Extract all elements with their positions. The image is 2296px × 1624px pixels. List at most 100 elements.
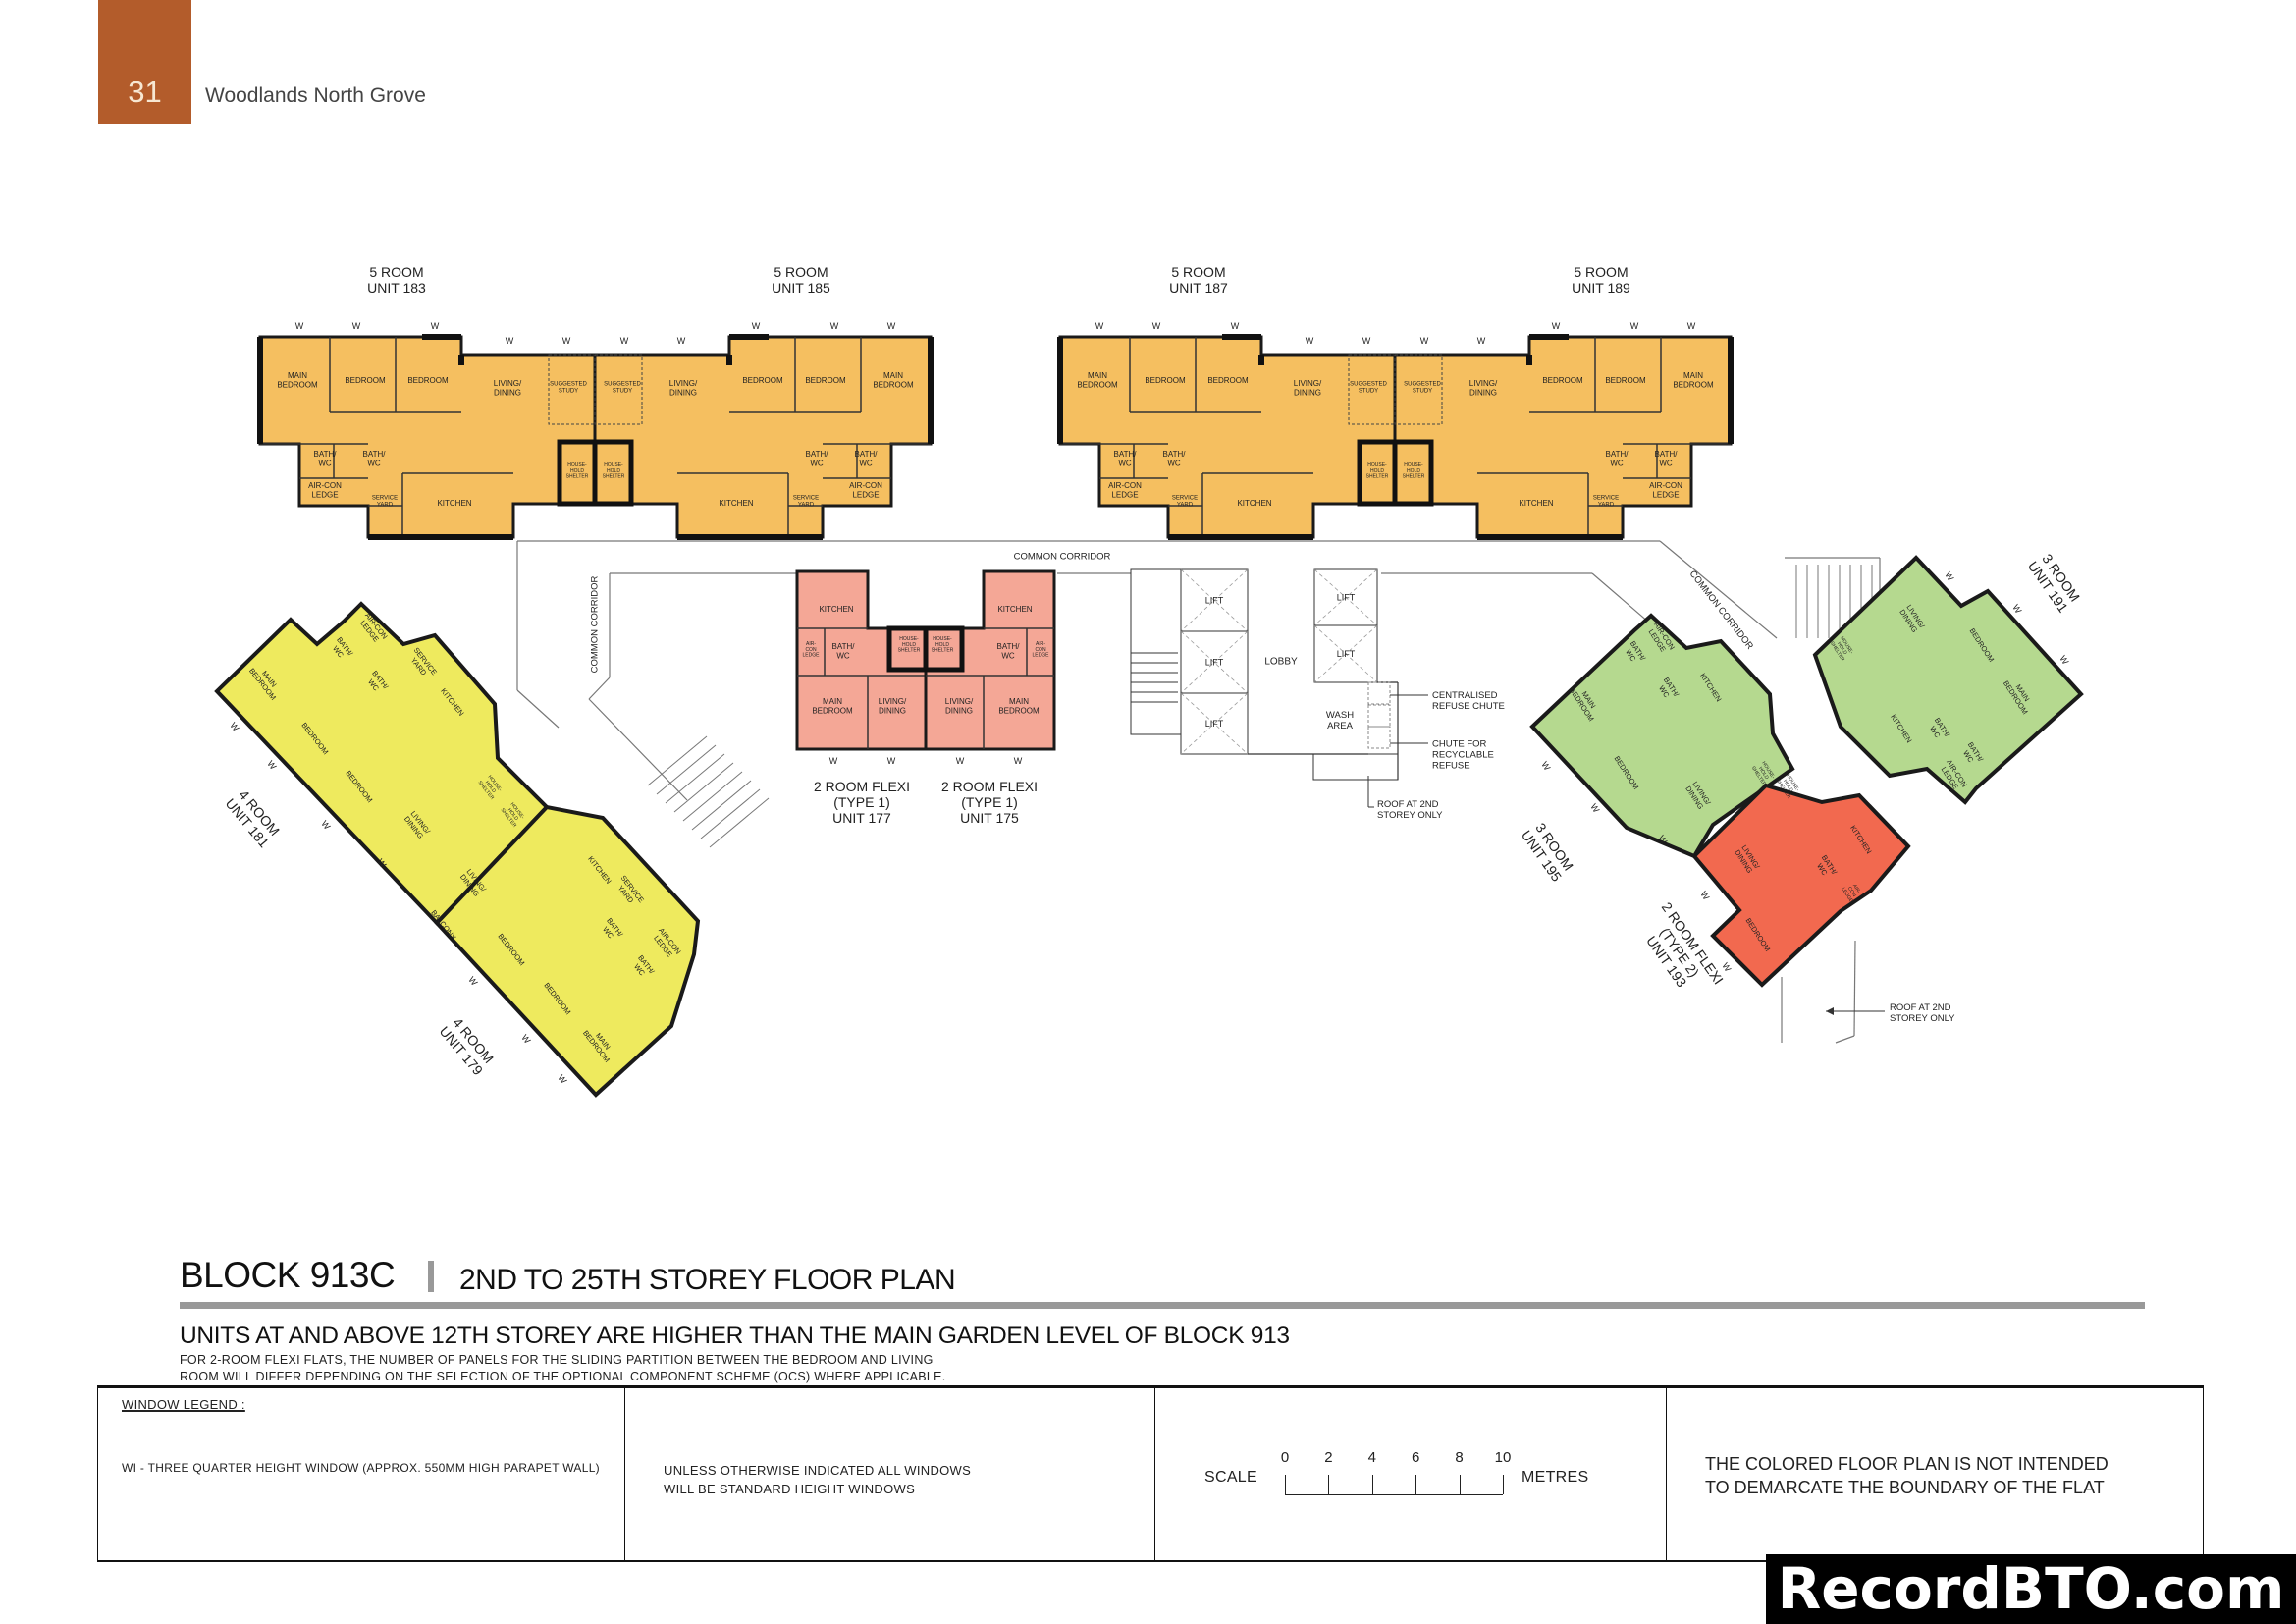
room-label: BATH/WC: [1163, 450, 1187, 467]
window-label-w1: W: [1152, 321, 1161, 331]
window-label-w1: W: [295, 321, 304, 331]
lift-label: LIFT: [1337, 593, 1356, 603]
window-label-w1: W: [1095, 321, 1104, 331]
room-label-line: HOLD: [1407, 468, 1420, 474]
legend-divider: [1666, 1388, 1667, 1560]
room-label-line: KITCHEN: [719, 499, 753, 508]
window-label-w1: W: [677, 336, 686, 346]
window-label-w1: W: [1630, 321, 1639, 331]
scale-tick: [1328, 1475, 1330, 1494]
room-label-line: WC: [810, 459, 824, 467]
room-label-line: STUDY: [559, 389, 578, 395]
window-label-w1-line: W: [519, 1033, 532, 1046]
room-label-line: MAIN: [823, 697, 842, 706]
room-label: BEDROOM: [1605, 376, 1646, 385]
title-divider: [180, 1302, 2145, 1309]
room-label: BATH/WC: [1606, 450, 1629, 467]
lift-cross: [1180, 630, 1249, 694]
room-label-line: AIR-: [1851, 883, 1862, 894]
disclaimer-line-2: TO DEMARCATE THE BOUNDARY OF THE FLAT: [1705, 1478, 2105, 1497]
room-label-line: BATH/: [855, 450, 879, 459]
room-label: KITCHEN: [997, 605, 1032, 614]
window-label-w1: W: [562, 336, 571, 346]
window-label-w1: W: [829, 756, 838, 766]
window-label-w1-line: W: [956, 756, 965, 766]
window-label-w1: W: [1420, 336, 1429, 346]
room-label-line: STUDY: [1413, 389, 1432, 395]
room-label: LIVING/DINING: [945, 697, 974, 715]
room-label-line: SUGGESTED: [1350, 382, 1387, 388]
lift-core: [1130, 568, 1885, 1015]
flexi-note-line-2: ROOM WILL DIFFER DEPENDING ON THE SELECT…: [180, 1370, 946, 1383]
unit-label-179: 4 ROOMUNIT 179: [437, 1013, 499, 1078]
lobby-label: LOBBY: [1264, 657, 1298, 668]
room-label-line: HOUSE-: [933, 636, 952, 642]
room-label-line: BEDROOM: [277, 380, 318, 389]
unit-185: [592, 334, 934, 540]
suggested-study-outline: [1394, 354, 1443, 425]
unit-label-191: 3 ROOMUNIT 191: [2025, 549, 2085, 615]
room-label-line: DINING: [494, 388, 521, 397]
window-label-w1-line: W: [1362, 336, 1371, 346]
suggested-study-outline: [594, 354, 643, 425]
room-label-line: SHELTER: [566, 474, 589, 480]
unit-191: [1812, 555, 2084, 805]
refuse-chute: [1367, 704, 1391, 728]
recyclable-chute-label-line: RECYCLABLE: [1432, 749, 1494, 760]
unit-183: [257, 334, 599, 540]
window-label-w1-line: W: [466, 975, 479, 988]
lift-cross: [1180, 692, 1249, 755]
room-label-line: AIR-CON: [1649, 481, 1682, 490]
room-label-line: WC: [1118, 459, 1132, 467]
room-label: KITCHEN: [819, 605, 853, 614]
unit-label-177-line: UNIT 177: [832, 810, 891, 826]
room-label-line: DINING: [669, 388, 697, 397]
corridor-line: [1659, 540, 1778, 639]
window-label-w1-line: W: [677, 336, 686, 346]
room-label: LIVING/DINING: [669, 379, 698, 397]
room-label: BATH/WC: [832, 642, 856, 660]
room-label-line: SERVICE: [1593, 496, 1619, 502]
room-label-line: BEDROOM: [407, 376, 449, 385]
room-label-line: AIR-CON: [849, 481, 882, 490]
window-label-w1-line: W: [2057, 654, 2070, 667]
units-layer: [214, 334, 2084, 1098]
unit-label-195: 3 ROOMUNIT 195: [1519, 818, 1578, 884]
unit-193-outline: [1691, 783, 1911, 988]
window-label-w1-line: W: [1420, 336, 1429, 346]
roof-2nd-storey-label-line: STOREY ONLY: [1890, 1013, 1955, 1024]
unit-187: [1057, 334, 1399, 540]
standard-window-note-2: WILL BE STANDARD HEIGHT WINDOWS: [664, 1482, 916, 1496]
room-label-line: BATH/: [806, 450, 829, 459]
stair-tread: [647, 735, 708, 786]
window-label-w1-line: W: [562, 336, 571, 346]
window-label-w1-line: W: [752, 321, 761, 331]
arrow-icon: [1826, 1007, 1834, 1015]
room-label: BATH/WC: [997, 642, 1021, 660]
room-label-line: HOUSE-: [1404, 462, 1423, 468]
room-label-line: AIR-CON: [308, 481, 342, 490]
room-label-line: HOUSE-: [604, 462, 623, 468]
scale-label: SCALE: [1204, 1469, 1257, 1486]
scale-unit: METRES: [1522, 1469, 1589, 1486]
room-label-line: CON: [1035, 647, 1046, 653]
scale-tick-label: 6: [1412, 1449, 1420, 1466]
window-label-w1: W: [556, 1073, 568, 1086]
room-label-line: BATH/: [832, 642, 856, 651]
lift-cross: [1313, 568, 1378, 626]
room-label-line: BEDROOM: [873, 380, 914, 389]
room-label-line: YARD: [1177, 503, 1194, 509]
room-label-line: SERVICE: [1172, 496, 1198, 502]
refuse-chute-label-line: REFUSE CHUTE: [1432, 701, 1505, 712]
room-label-line: KITCHEN: [1519, 499, 1553, 508]
wash-area-label-line: WASH: [1326, 710, 1354, 721]
window-label-w1: W: [887, 756, 896, 766]
